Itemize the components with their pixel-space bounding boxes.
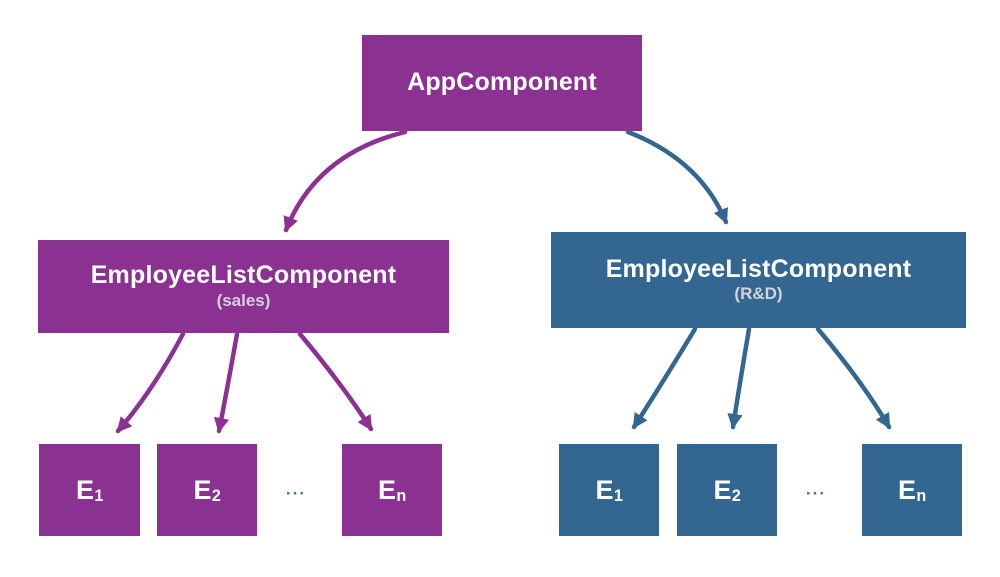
- sales-employee-e1-label: E1: [75, 474, 104, 506]
- arrow-rd-to-e1: [631, 326, 698, 430]
- rd-employees-ellipsis: ...: [805, 479, 827, 499]
- arrow-sales-to-e2: [213, 331, 240, 434]
- arrow-rd-to-e2: [727, 326, 752, 430]
- employee-list-rd-node: EmployeeListComponent (R&D): [551, 232, 966, 328]
- sales-employee-e2-label: E2: [193, 474, 221, 506]
- employee-list-rd-title: EmployeeListComponent: [605, 254, 912, 283]
- sales-employee-en-label: En: [378, 474, 407, 506]
- employee-list-sales-node: EmployeeListComponent (sales): [38, 240, 449, 333]
- arrow-app-to-sales-list: [283, 129, 408, 233]
- rd-employee-e2-node: E2: [677, 444, 777, 536]
- sales-employee-e1-node: E1: [39, 444, 140, 536]
- rd-employee-en-label: En: [898, 474, 927, 506]
- app-component-node: AppComponent: [362, 35, 642, 131]
- employee-list-sales-title: EmployeeListComponent: [90, 261, 397, 290]
- sales-employee-e2-node: E2: [157, 444, 257, 536]
- arrow-app-to-rd-list: [625, 129, 729, 225]
- employee-list-rd-subtitle: (R&D): [734, 284, 783, 304]
- sales-employee-en-node: En: [342, 444, 442, 536]
- sales-employees-ellipsis: ...: [285, 479, 307, 499]
- arrow-sales-to-en: [297, 331, 374, 432]
- employee-list-sales-subtitle: (sales): [216, 290, 271, 310]
- arrow-sales-to-e1: [115, 331, 186, 434]
- arrow-rd-to-en: [815, 326, 892, 430]
- app-component-label: AppComponent: [407, 68, 597, 97]
- rd-employee-e1-node: E1: [559, 444, 659, 536]
- rd-employee-e1-label: E1: [595, 474, 623, 506]
- rd-employee-en-node: En: [862, 444, 962, 536]
- rd-employee-e2-label: E2: [713, 474, 741, 506]
